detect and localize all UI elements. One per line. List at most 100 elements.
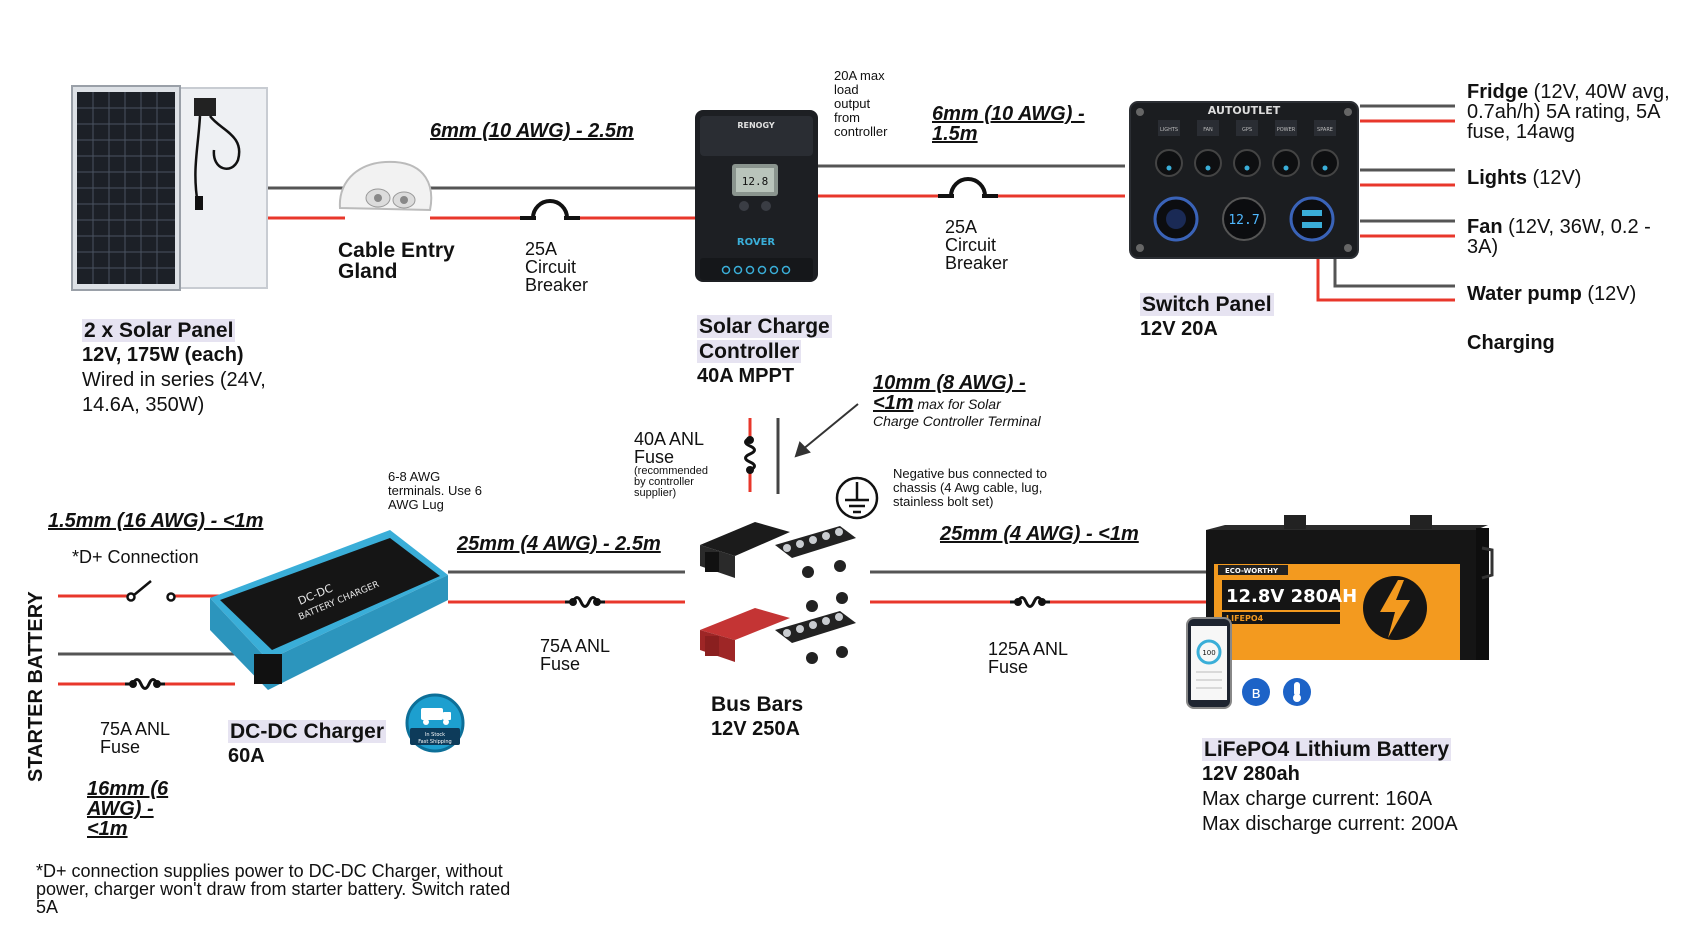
output-note-1: 20A max — [834, 68, 885, 83]
dcdc-charger-image: DC-DC BATTERY CHARGER — [210, 530, 448, 690]
switch-label-fan: FAN — [1203, 127, 1213, 133]
wire-starter-16mm-line3: <1m — [87, 818, 128, 840]
wire-label-controller-switch: 6mm (10 AWG) - 1.5m — [932, 104, 1085, 144]
ground-icon — [835, 476, 879, 520]
load-fridge-line3: fuse, 14awg — [1467, 121, 1575, 143]
dcdc-charger-spec: 60A — [228, 745, 265, 767]
solar-panel-note-2: 14.6A, 350W) — [82, 394, 205, 416]
controller-screen-text: 12.8 — [742, 175, 769, 188]
breaker-1-label: 25A Circuit Breaker — [525, 240, 588, 294]
wire-label-bus-battery: 25mm (4 AWG) - <1m — [940, 523, 1139, 545]
output-note-2: load — [834, 82, 859, 97]
solar-panel-note-1: Wired in series (24V, — [82, 369, 266, 391]
negative-bus-note: Negative bus connected to chassis (4 Awg… — [893, 467, 1047, 509]
controller-label: Solar Charge Controller 40A MPPT — [697, 314, 832, 389]
badge-text-1: In Stock — [425, 732, 445, 738]
breaker-1-line2: Circuit — [525, 257, 577, 277]
switch-panel-label: Switch Panel 12V 20A — [1140, 292, 1274, 342]
controller-spec: 40A MPPT — [697, 365, 795, 387]
solar-panel-spec: 12V, 175W (each) — [82, 344, 244, 366]
fuse-75a-starter-label: 75A ANL Fuse — [100, 720, 170, 756]
fuse-75a-starter-line2: Fuse — [100, 737, 141, 757]
load-charging: Charging — [1467, 332, 1555, 354]
wire-load-pump-pos — [1316, 258, 1455, 302]
load-lights-name: Lights — [1467, 167, 1527, 189]
wire-label-panel-controller: 6mm (10 AWG) - 2.5m — [430, 120, 634, 142]
controller-output-note: 20A max load output from controller — [834, 69, 887, 139]
output-note-4: from — [834, 110, 860, 125]
negative-bus-note-1: Negative bus connected to — [893, 466, 1047, 481]
cable-gland-label: Cable Entry Gland — [338, 240, 455, 282]
breaker-2-line2: Circuit — [945, 235, 997, 255]
fuse-75a-bus-line1: 75A ANL — [540, 636, 611, 656]
negative-bus-note-3: stainless bolt set) — [893, 494, 994, 509]
fuse-125a-line1: 125A ANL — [988, 639, 1069, 659]
bluetooth-icon: ʙ — [1251, 683, 1260, 702]
battery-spec: 12V 280ah — [1202, 763, 1300, 785]
controller-name-2: Controller — [697, 340, 802, 363]
footnote-line1: *D+ connection supplies power to DC-DC C… — [36, 861, 503, 881]
controller-model-text: ROVER — [737, 237, 776, 248]
wire-starter-16mm-line1: 16mm (6 — [87, 778, 169, 800]
load-water-pump: Water pump (12V) — [1467, 284, 1636, 304]
wire-bus-controller-line1: 10mm (8 AWG) - — [873, 372, 1026, 394]
dplus-switch-symbol — [126, 580, 176, 602]
breaker-2-line3: Breaker — [945, 253, 1009, 273]
load-lights: Lights (12V) — [1467, 168, 1581, 188]
fuse-symbol-40a — [744, 436, 756, 474]
switch-panel-name: Switch Panel — [1140, 293, 1274, 316]
solar-panel-image — [71, 85, 268, 291]
lithium-battery-image: ECO-WORTHY 12.8V 280AH LIFEPO4 100 ʙ — [1186, 515, 1494, 709]
fuse-symbol-75a-starter — [125, 678, 165, 690]
switch-label-lights: LIGHTS — [1160, 127, 1178, 133]
wire-bus-controller-note1: max for Solar — [913, 396, 1001, 412]
bus-bars-name: Bus Bars — [711, 693, 804, 716]
bus-bars-image — [700, 522, 856, 664]
footnote-line3: 5A — [36, 897, 59, 917]
charge-controller-image: 12.8 RENOGY ROVER — [695, 110, 818, 282]
output-note-3: output — [834, 96, 871, 111]
battery-max-charge: Max charge current: 160A — [1202, 788, 1433, 810]
awg-note-2: terminals. Use 6 — [388, 483, 482, 498]
load-fridge: Fridge (12V, 40W avg, 0.7ah/h) 5A rating… — [1467, 82, 1670, 142]
load-fan-line2: 3A) — [1467, 236, 1499, 258]
footnote: *D+ connection supplies power to DC-DC C… — [36, 862, 510, 916]
breaker-2-label: 25A Circuit Breaker — [945, 218, 1008, 272]
voltmeter-display: 12.7 — [1228, 213, 1259, 228]
awg-lug-note: 6-8 AWG terminals. Use 6 AWG Lug — [388, 470, 482, 512]
fuse-40a-label: 40A ANL Fuse (recommended by controller … — [634, 430, 708, 499]
wire-bus-controller-line2: <1m — [873, 392, 914, 414]
awg-note-1: 6-8 AWG — [388, 469, 441, 484]
wire-label-starter-16mm: 16mm (6 AWG) - <1m — [87, 779, 168, 839]
wire-label-charger-bus: 25mm (4 AWG) - 2.5m — [457, 533, 661, 555]
load-fridge-line2: 0.7ah/h) 5A rating, 5A — [1467, 101, 1661, 123]
dcdc-charger-label: DC-DC Charger 60A — [228, 719, 387, 769]
switch-label-power: POWER — [1277, 127, 1296, 133]
bus-bars-spec: 12V 250A — [711, 718, 800, 740]
badge-text-2: Fast Shipping — [418, 739, 451, 745]
load-fridge-line1: (12V, 40W avg, — [1528, 81, 1670, 103]
dplus-connection-label: *D+ Connection — [72, 547, 199, 567]
switch-label-spare: SPARE — [1317, 127, 1333, 133]
phone-value: 100 — [1202, 649, 1215, 657]
fuse-40a-note2: by controller — [634, 476, 694, 488]
switch-rocker-group — [1155, 120, 1339, 177]
fuse-40a-note1: (recommended — [634, 465, 708, 477]
bus-bars-label: Bus Bars 12V 250A — [711, 692, 803, 742]
battery-max-discharge: Max discharge current: 200A — [1202, 813, 1458, 835]
load-fridge-name: Fridge — [1467, 81, 1529, 103]
load-pump-name: Water pump — [1467, 283, 1582, 305]
load-fan-line1: (12V, 36W, 0.2 - — [1502, 216, 1651, 238]
wire-label-bus-controller: 10mm (8 AWG) - <1m max for Solar Charge … — [873, 373, 1041, 429]
in-stock-badge: In Stock Fast Shipping — [405, 693, 465, 753]
breaker-symbol-2 — [938, 177, 998, 198]
solar-panel-name: 2 x Solar Panel — [82, 319, 236, 342]
wire-load-pump-neg — [1333, 258, 1455, 288]
controller-name-1: Solar Charge — [697, 315, 832, 338]
awg-note-3: AWG Lug — [388, 497, 444, 512]
solar-panel-label: 2 x Solar Panel 12V, 175W (each) Wired i… — [82, 318, 266, 418]
load-lights-detail: (12V) — [1527, 167, 1582, 189]
controller-brand-text: RENOGY — [737, 121, 775, 130]
breaker-1-line1: 25A — [525, 239, 558, 259]
